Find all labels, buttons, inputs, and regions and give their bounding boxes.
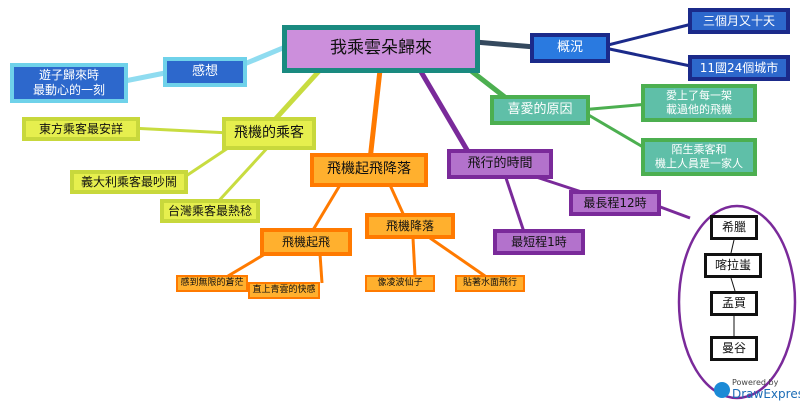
node-shortest[interactable]: 最短程1時 [493,229,585,255]
node-passengers[interactable]: 飛機的乘客 [222,117,316,150]
drawexpress-logo: Powered byDrawExpress [714,379,800,400]
node-overview-1[interactable]: 三個月又十天 [688,8,790,34]
node-takeoff[interactable]: 飛機起飛 [260,228,352,256]
node-takeoff-1[interactable]: 感到無限的蒼茫 [176,275,248,292]
node-feel[interactable]: 感想 [163,57,247,87]
node-longest[interactable]: 最長程12時 [569,190,661,216]
node-overview[interactable]: 概況 [530,33,610,63]
node-takeoff-2[interactable]: 直上青雲的快感 [248,282,320,299]
node-feel-child[interactable]: 遊子歸來時 最動心的一刻 [10,63,128,103]
node-love-2[interactable]: 陌生乘客和 機上人員是一家人 [641,138,757,176]
logo-name: DrawExpress [732,387,800,401]
node-landing[interactable]: 飛機降落 [365,213,455,239]
node-love[interactable]: 喜愛的原因 [490,95,590,125]
logo-powered-by: Powered by [732,378,779,387]
node-pass-1[interactable]: 東方乘客最安詳 [22,117,140,141]
route-stop[interactable]: 喀拉蚩 [704,253,762,278]
drawexpress-logo-icon [714,381,730,398]
node-takeoff-landing[interactable]: 飛機起飛降落 [310,153,428,187]
node-love-1[interactable]: 愛上了每一架 載過他的飛機 [641,84,757,122]
route-stop[interactable]: 希臘 [710,215,758,240]
node-flight-time[interactable]: 飛行的時間 [447,149,553,179]
route-stop[interactable]: 曼谷 [710,336,758,361]
route-stop[interactable]: 孟買 [710,291,758,316]
root-node[interactable]: 我乘雲朵歸來 [282,25,480,73]
node-landing-2[interactable]: 貼著水面飛行 [455,275,525,292]
node-pass-3[interactable]: 台灣乘客最熱稔 [160,199,260,223]
node-overview-2[interactable]: 11國24個城市 [688,55,790,81]
node-landing-1[interactable]: 像凌波仙子 [365,275,435,292]
node-pass-2[interactable]: 義大利乘客最吵鬧 [70,170,188,194]
